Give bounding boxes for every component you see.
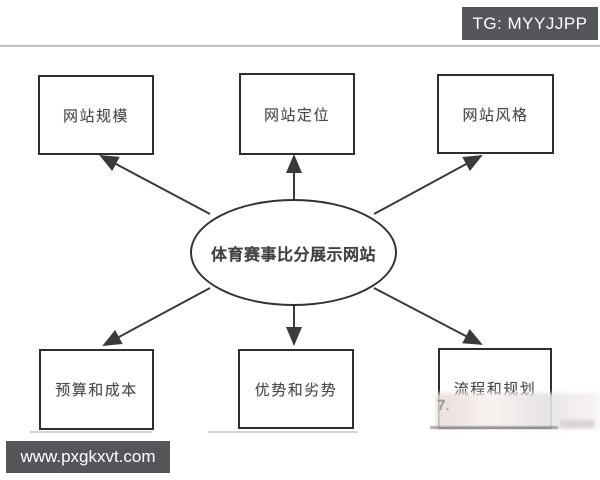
- node-pros-cons: 优势和劣势: [238, 349, 354, 429]
- arrow-center-to-top-left: [99, 155, 211, 215]
- arrow-center-to-top-right: [373, 155, 483, 215]
- tg-watermark-label: TG: MYYJJPP: [472, 13, 588, 33]
- arrow-center-to-bottom-right: [373, 287, 483, 345]
- center-ellipse: 体育赛事比分展示网站: [190, 199, 397, 306]
- node-label: 网站规模: [62, 107, 129, 125]
- watermark-smudge: [560, 420, 594, 428]
- watermark-artifact-text: 7.: [437, 397, 450, 414]
- arrow-center-to-bottom-left: [102, 287, 211, 346]
- tg-watermark-badge: TG: MYYJJPP: [462, 7, 598, 40]
- site-watermark-badge: www.pxgkxvt.com: [6, 441, 170, 473]
- faint-line-bottom-center: [208, 431, 358, 433]
- top-divider-line: [0, 45, 600, 47]
- center-ellipse-label: 体育赛事比分展示网站: [210, 246, 376, 264]
- node-label: 网站定位: [263, 106, 330, 124]
- watermark-underline: [430, 426, 558, 429]
- site-watermark-label: www.pxgkxvt.com: [20, 447, 156, 466]
- faint-line-bottom-left: [30, 431, 152, 433]
- node-budget-cost: 预算和成本: [39, 349, 154, 430]
- node-label: 网站风格: [462, 106, 529, 124]
- node-website-style: 网站风格: [437, 74, 554, 154]
- node-label: 预算和成本: [55, 382, 138, 399]
- node-website-positioning: 网站定位: [239, 73, 355, 155]
- node-website-scale: 网站规模: [38, 75, 154, 155]
- node-label: 优势和劣势: [254, 381, 338, 399]
